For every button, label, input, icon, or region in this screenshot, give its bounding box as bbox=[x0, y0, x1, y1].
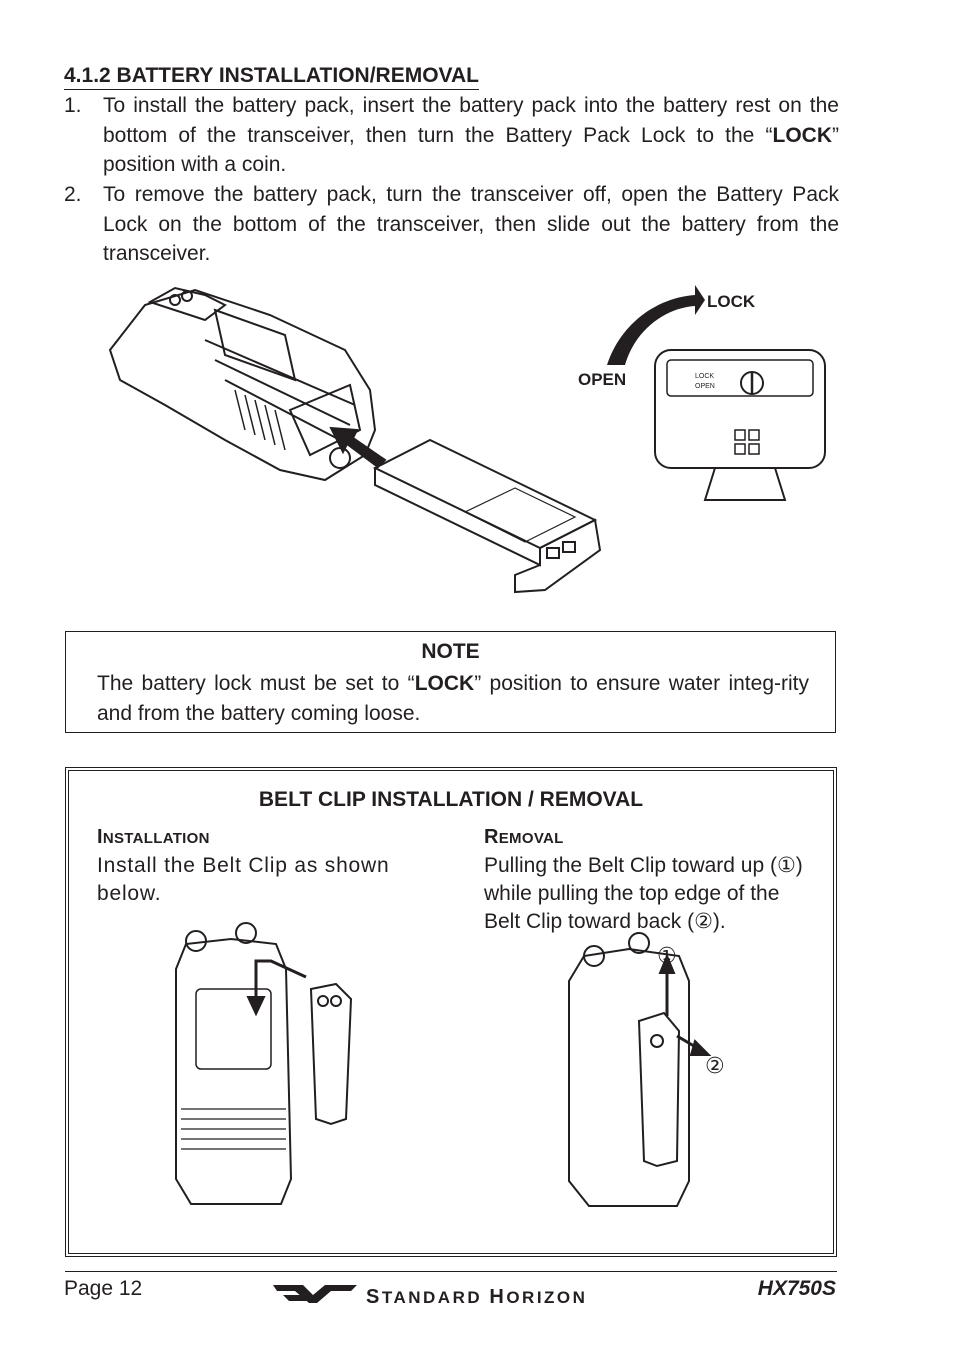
section-heading: 4.1.2 BATTERY INSTALLATION/REMOVAL bbox=[64, 64, 479, 90]
lock-arrow bbox=[607, 285, 705, 365]
belt-clip bbox=[637, 1011, 681, 1168]
model-name: HX750S bbox=[757, 1277, 836, 1300]
transceiver-rear bbox=[568, 947, 690, 1207]
dial-lock-label: LOCK bbox=[695, 373, 714, 380]
open-label: OPEN bbox=[578, 370, 626, 389]
note-text: The battery lock must be set to “LOCK” p… bbox=[97, 672, 809, 725]
brand-name: STANDARD HORIZON bbox=[366, 1286, 588, 1308]
step-text: To remove the battery pack, turn the tra… bbox=[103, 183, 839, 265]
transceiver-body bbox=[108, 288, 377, 482]
transceiver-rear bbox=[175, 937, 293, 1205]
lock-bold: LOCK bbox=[772, 123, 833, 147]
removal-heading: REMOVAL bbox=[484, 826, 564, 848]
removal-text: Pulling the Belt Clip toward up (①) whil… bbox=[484, 854, 803, 933]
brand-logo-icon bbox=[273, 1285, 357, 1303]
belt-clip-removal-figure bbox=[568, 932, 712, 1207]
note-box: NOTE The battery lock must be set to “LO… bbox=[65, 631, 836, 733]
step-2: 2. To remove the battery pack, turn the … bbox=[64, 180, 839, 269]
page-number: Page 12 bbox=[64, 1277, 143, 1300]
step-text: To install the battery pack, insert the … bbox=[103, 94, 839, 176]
belt-clip-install-figure bbox=[175, 922, 353, 1205]
lock-label: LOCK bbox=[707, 292, 756, 311]
bottom-view bbox=[654, 349, 826, 469]
dial-open-label: OPEN bbox=[695, 383, 715, 390]
footer-divider bbox=[65, 1271, 837, 1272]
belt-clip-title: BELT CLIP INSTALLATION / REMOVAL bbox=[258, 788, 644, 811]
insert-arrow bbox=[329, 426, 387, 469]
note-title: NOTE bbox=[421, 640, 480, 663]
installation-text: Install the Belt Clip as shown below. bbox=[97, 854, 390, 905]
step-number: 1. bbox=[64, 94, 82, 117]
marker-2: ② bbox=[705, 1053, 725, 1078]
installation-heading: INSTALLATION bbox=[97, 826, 210, 848]
install-arrow bbox=[254, 959, 307, 999]
battery-pack bbox=[372, 438, 598, 550]
battery-installation-figure: LOCK OPEN LOCK OPEN bbox=[108, 285, 826, 594]
belt-clip bbox=[309, 982, 353, 1126]
lock-bold: LOCK bbox=[414, 672, 475, 695]
step-number: 2. bbox=[64, 183, 82, 206]
marker-1: ① bbox=[657, 943, 677, 968]
step-1: 1. To install the battery pack, insert t… bbox=[64, 91, 839, 180]
belt-clip-box: BELT CLIP INSTALLATION / REMOVAL INSTALL… bbox=[65, 767, 837, 1257]
